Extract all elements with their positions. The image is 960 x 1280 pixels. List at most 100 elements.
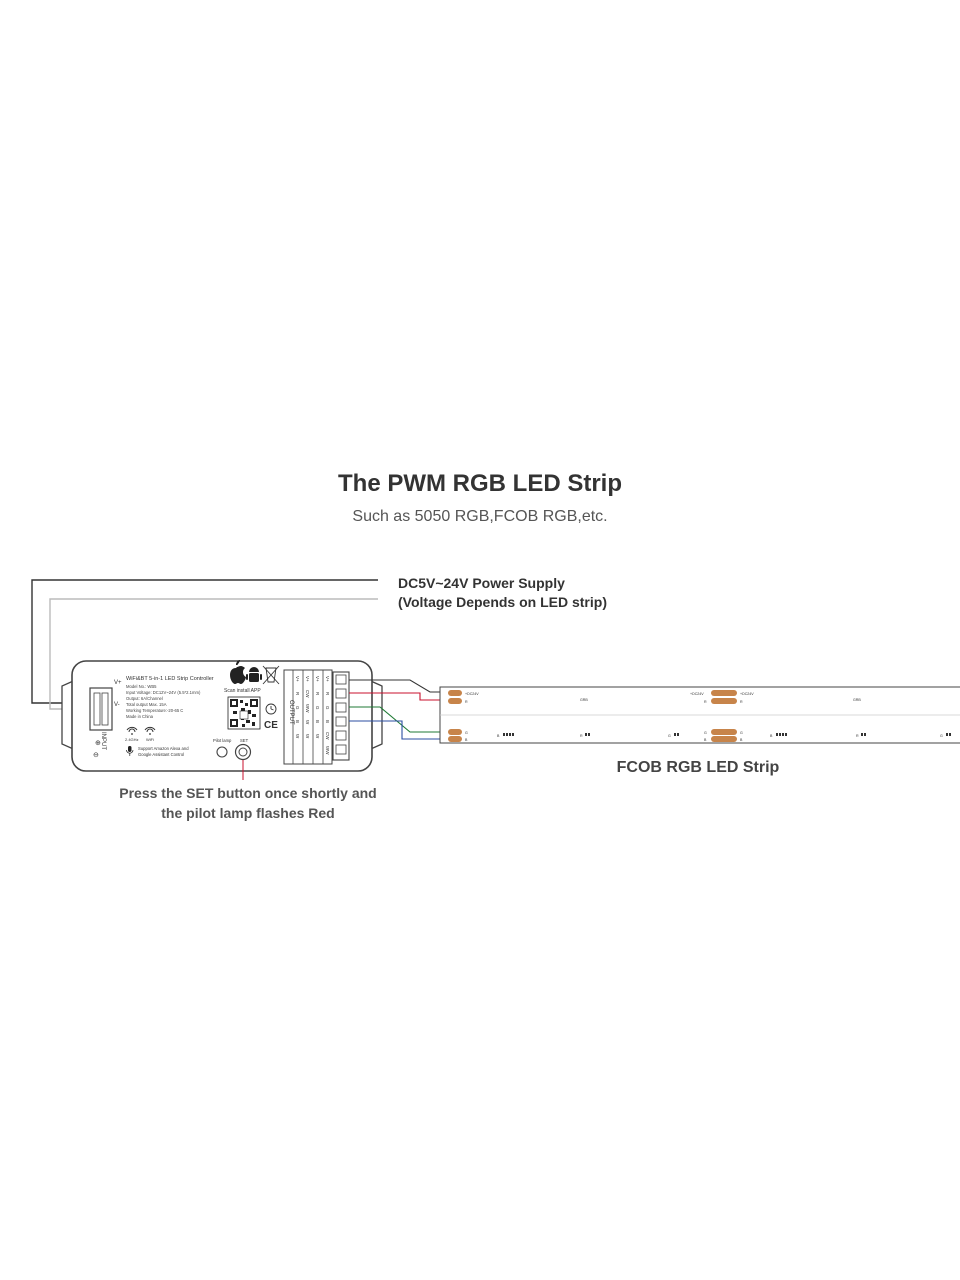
pad-r-mid-label-right: R: [740, 700, 743, 704]
band-24ghz-label: 2.4GHz: [125, 737, 139, 742]
input-label: INPUT: [100, 732, 106, 750]
svg-text:R: R: [325, 692, 330, 696]
power-wire-positive: [31, 579, 378, 704]
svg-text:WW: WW: [325, 746, 330, 755]
chip-mark-5: R: [856, 734, 859, 738]
svg-text:WW: WW: [305, 704, 310, 713]
input-terminal: [89, 687, 113, 731]
chip-mark-4: B: [770, 734, 773, 738]
qr-code: [227, 696, 261, 730]
microphone-icon: [126, 746, 134, 756]
svg-text:R: R: [315, 692, 320, 696]
power-supply-line2: (Voltage Depends on LED strip): [398, 594, 607, 610]
pad-r-left: [448, 698, 462, 704]
chip-mark-3: G: [668, 734, 671, 738]
controller-unit: V+ V- INPUT ⊕ ⊖ WiFi&BT 5-in-1 LED Strip…: [61, 660, 383, 780]
pad-b-mid: [711, 736, 737, 742]
pad-b-mid-label-right: B: [740, 738, 743, 742]
pilot-lamp-label: Pilot lamp: [213, 738, 232, 743]
set-instruction-line1: Press the SET button once shortly and: [119, 785, 377, 801]
pad-dc24-mid-label-right: +DC24V: [740, 692, 754, 696]
svg-text:V+: V+: [315, 676, 320, 682]
output-label-panel: [283, 669, 333, 765]
svg-text:W: W: [295, 734, 300, 739]
controller-made-in: Made in China: [126, 714, 154, 719]
chip-mark-1: B: [497, 734, 500, 738]
pad-r-mid: [711, 698, 737, 704]
svg-text:B: B: [315, 720, 320, 723]
controller-output: Output: 6A/Channel: [126, 696, 163, 701]
timer-icon: [265, 703, 277, 715]
svg-text:V+: V+: [295, 676, 300, 682]
pad-b-label: B: [465, 738, 468, 742]
svg-text:⊖: ⊖: [93, 752, 99, 759]
segment-label-1: GRB: [580, 698, 588, 702]
pad-dc24-label: +DC24V: [465, 692, 479, 696]
pad-g-left: [448, 729, 462, 735]
wifi-label: WiFi: [146, 737, 154, 742]
svg-text:CW: CW: [325, 732, 330, 740]
svg-text:B: B: [295, 720, 300, 723]
wire-red: [349, 692, 452, 701]
page-title: The PWM RGB LED Strip: [338, 470, 622, 497]
pad-dc24-mid-label-left: +DC24V: [690, 692, 704, 696]
svg-text:G: G: [315, 706, 320, 710]
vminus-label: V-: [114, 702, 120, 708]
pad-g-mid-label-left: G: [704, 731, 707, 735]
set-label: SET: [240, 738, 249, 743]
vplus-label: V+: [114, 680, 122, 686]
pad-b-mid-label-left: B: [704, 738, 707, 742]
fcob-led-strip: +DC24V R G B +DC24V +DC24V R R G G B B G…: [439, 686, 960, 744]
wifi-24ghz-icon: [126, 726, 138, 733]
pad-r-mid-label-left: R: [704, 700, 707, 704]
power-supply-line1: DC5V~24V Power Supply: [398, 575, 565, 591]
page-subtitle: Such as 5050 RGB,FCOB RGB,etc.: [352, 508, 608, 525]
svg-text:G: G: [325, 706, 330, 710]
pad-dc24-mid: [711, 690, 737, 696]
strip-label: FCOB RGB LED Strip: [616, 759, 780, 776]
set-instruction-line2: the pilot lamp flashes Red: [161, 805, 335, 821]
support-line1: Support Amazon Alexa and: [138, 746, 189, 751]
weee-bin-icon: [262, 665, 280, 685]
svg-text:⊕: ⊕: [95, 740, 101, 747]
pad-g-label: G: [465, 731, 468, 735]
segment-label-2: GRB: [853, 698, 861, 702]
pad-dc24-left: [448, 690, 462, 696]
output-label: OUTPUT: [288, 700, 294, 725]
svg-text:R: R: [295, 692, 300, 696]
pad-b-left: [448, 736, 462, 742]
svg-text:W: W: [315, 734, 320, 739]
svg-text:W: W: [305, 720, 310, 725]
terminal-col-1: V+ R G B W: [295, 676, 300, 739]
pad-g-mid: [711, 729, 737, 735]
chip-mark-2: R: [580, 734, 583, 738]
power-supply-label: DC5V~24V Power Supply (Voltage Depends o…: [398, 574, 607, 612]
terminal-col-4: V+ R G B CW WW: [325, 676, 330, 755]
wire-blue: [349, 720, 452, 740]
pilot-lamp: [216, 746, 228, 758]
svg-text:V+: V+: [305, 676, 310, 682]
pad-g-mid-label-right: G: [740, 731, 743, 735]
wifi-icon: [144, 726, 156, 733]
controller-input-voltage: Input Voltage: DC12V~24V (5.5*2.1mm): [126, 690, 201, 695]
scan-label: Scan install APP: [224, 688, 261, 694]
set-instruction: Press the SET button once shortly and th…: [88, 783, 408, 823]
svg-text:G: G: [295, 706, 300, 710]
terminal-col-2: V+ CW WW W W: [305, 676, 310, 739]
ce-mark: CE: [264, 720, 278, 731]
svg-text:V+: V+: [325, 676, 330, 682]
svg-text:W: W: [305, 734, 310, 739]
controller-name: WiFi&BT 5-in-1 LED Strip Controller: [126, 676, 214, 682]
android-icon: [246, 667, 262, 682]
support-line2: Google Assistant Control: [138, 752, 184, 757]
svg-text:CW: CW: [305, 690, 310, 698]
chip-mark-6: G: [940, 734, 943, 738]
svg-text:B: B: [325, 720, 330, 723]
controller-working-temp: Working Temperature:-20-65 C: [126, 708, 183, 713]
terminal-col-3: V+ R G B W: [315, 676, 320, 739]
wire-green: [349, 706, 452, 733]
controller-model: Model No.: WB5: [126, 684, 157, 689]
apple-icon: [230, 660, 246, 684]
pad-r-label: R: [465, 700, 468, 704]
